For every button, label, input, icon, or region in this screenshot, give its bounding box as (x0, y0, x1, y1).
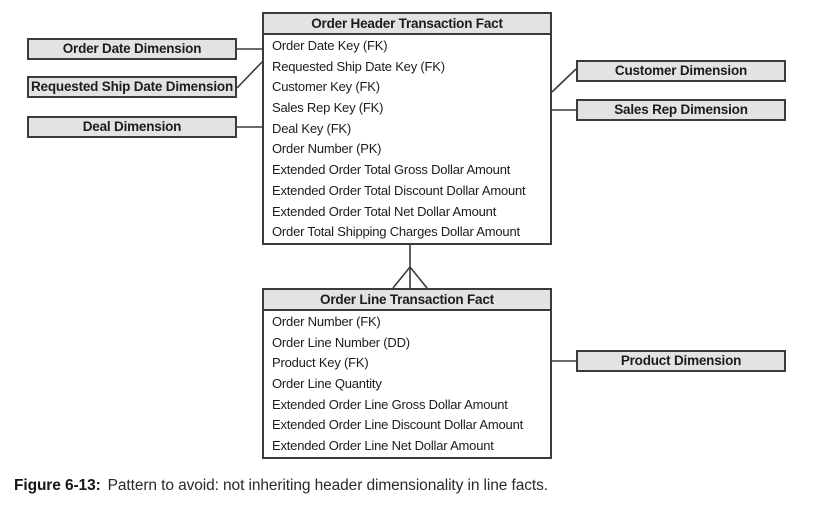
fact-attribute-row: Extended Order Line Gross Dollar Amount (272, 396, 508, 412)
fact-attribute-row: Extended Order Total Gross Dollar Amount (272, 162, 511, 178)
crows-foot-left-prong (392, 266, 411, 289)
order-date-dimension-box: Order Date Dimension (27, 38, 237, 60)
crows-foot-right-prong (409, 266, 428, 289)
customer-connector-line (551, 68, 577, 93)
customer-dimension-box: Customer Dimension (576, 60, 786, 82)
product-dimension-box: Product Dimension (576, 350, 786, 372)
fact-attribute-row: Order Line Number (DD) (272, 334, 410, 350)
fact-attribute-row: Extended Order Line Discount Dollar Amou… (272, 417, 524, 433)
fact-attribute-row: Deal Key (FK) (272, 120, 352, 136)
order-line-fact-rows: Order Number (FK) Order Line Number (DD) P… (264, 311, 550, 457)
fact-attribute-row: Order Total Shipping Charges Dollar Amou… (272, 224, 520, 240)
deal-dimension-box: Deal Dimension (27, 116, 237, 138)
fact-attribute-row: Order Number (FK) (272, 314, 381, 329)
order-header-fact-title: Order Header Transaction Fact (264, 14, 550, 35)
fact-attribute-row: Extended Order Total Discount Dollar Amo… (272, 182, 526, 198)
fact-attribute-row: Order Date Key (FK) (272, 38, 388, 53)
order-header-fact-rows: Order Date Key (FK) Requested Ship Date K… (264, 35, 550, 243)
fact-attribute-row: Extended Order Line Net Dollar Amount (272, 438, 494, 454)
fact-attribute-row: Sales Rep Key (FK) (272, 100, 384, 116)
requested-ship-date-dimension-box: Requested Ship Date Dimension (27, 76, 237, 98)
requested-ship-date-connector-line (236, 61, 263, 89)
fact-attribute-row: Extended Order Total Net Dollar Amount (272, 203, 497, 219)
order-line-fact-title: Order Line Transaction Fact (264, 290, 550, 311)
fact-attribute-row: Order Line Quantity (272, 376, 382, 392)
sales-rep-dimension-box: Sales Rep Dimension (576, 99, 786, 121)
order-header-fact-table: Order Header Transaction Fact Order Date… (262, 12, 552, 245)
figure-caption-label: Figure 6-13: (14, 477, 101, 494)
figure-caption: Figure 6-13: Pattern to avoid: not inheri… (14, 477, 548, 495)
figure-caption-text: Pattern to avoid: not inheriting header … (107, 477, 548, 494)
fact-attribute-row: Customer Key (FK) (272, 79, 380, 95)
fact-attribute-row: Product Key (FK) (272, 355, 369, 371)
order-line-fact-table: Order Line Transaction Fact Order Number… (262, 288, 552, 459)
fact-attribute-row: Requested Ship Date Key (FK) (272, 58, 445, 74)
fact-attribute-row: Order Number (PK) (272, 141, 382, 157)
crows-foot-connector (392, 240, 428, 289)
